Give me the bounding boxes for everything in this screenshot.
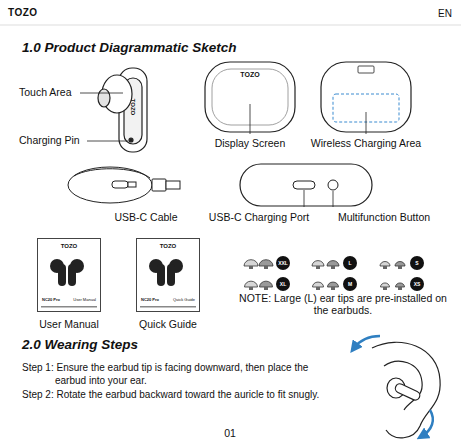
ear-tip-stem bbox=[331, 266, 335, 269]
part-label: Charging Pin bbox=[19, 134, 80, 146]
ear-tip bbox=[328, 282, 339, 287]
cover-rule bbox=[41, 306, 97, 308]
manual-cover: TOZO NC20 Pro User Manual bbox=[37, 238, 101, 312]
ear-outline bbox=[372, 342, 440, 438]
item-label: Quick Guide bbox=[139, 318, 197, 330]
part-label: USB-C Cable bbox=[114, 211, 177, 223]
leader-line bbox=[333, 191, 334, 207]
earbud bbox=[98, 68, 147, 152]
usb-c-plug bbox=[112, 181, 128, 188]
cable-loop bbox=[68, 167, 152, 203]
cable-loop bbox=[74, 169, 150, 178]
ear-tip bbox=[245, 281, 258, 287]
leader-line bbox=[87, 141, 128, 142]
ear-tip bbox=[244, 260, 258, 266]
usb-a-plug bbox=[152, 179, 166, 191]
ear-inner bbox=[384, 361, 422, 410]
earbud-logo: TOZO bbox=[130, 99, 137, 116]
ear-tip-stem bbox=[316, 266, 320, 269]
ear-tip-stem bbox=[249, 266, 253, 269]
rotate-arrow bbox=[354, 336, 380, 348]
size-code: XXL bbox=[278, 261, 288, 266]
part-label: Wireless Charging Area bbox=[311, 137, 421, 149]
ear-tip-stem bbox=[398, 266, 402, 269]
usb-c-port bbox=[293, 181, 315, 189]
brand-logo: TOZO bbox=[8, 7, 38, 19]
rotate-arrow bbox=[422, 410, 433, 436]
size-code: XS bbox=[414, 282, 421, 287]
ear-tip bbox=[395, 262, 405, 267]
leader-line bbox=[80, 93, 123, 94]
ear-tip-stem bbox=[249, 287, 253, 290]
usb-c-cable bbox=[68, 167, 180, 203]
section-heading: 2.0 Wearing Steps bbox=[22, 337, 138, 353]
part-label: USB-C Charging Port bbox=[209, 211, 309, 223]
page-number: 01 bbox=[224, 427, 236, 439]
size-code: L bbox=[348, 261, 351, 266]
part-label: Multifunction Button bbox=[338, 211, 430, 223]
step-text: Step 2: Rotate the earbud backward towar… bbox=[22, 388, 337, 401]
cover-logo: TOZO bbox=[160, 243, 177, 249]
language-tag: EN bbox=[438, 8, 452, 20]
ear-tip bbox=[312, 261, 324, 266]
charging-pin bbox=[129, 138, 133, 142]
ear-tip-stem bbox=[383, 266, 387, 269]
ear-tip bbox=[313, 282, 324, 287]
ear-tip bbox=[259, 260, 273, 266]
cover-model: NC20 Pro bbox=[141, 298, 159, 302]
size-code: S bbox=[415, 261, 418, 266]
part-label: Display Screen bbox=[215, 137, 286, 149]
case-tab bbox=[358, 66, 374, 73]
cover-title: Quick Guide bbox=[173, 298, 195, 302]
cover-earbud bbox=[167, 264, 175, 286]
note-text: NOTE: Large (L) ear tips are pre-install… bbox=[231, 292, 455, 316]
case-logo: TOZO bbox=[240, 71, 259, 79]
size-code: XL bbox=[280, 282, 286, 287]
leader-line bbox=[304, 190, 305, 207]
size-badge: M bbox=[343, 277, 357, 291]
header-rule bbox=[0, 25, 461, 26]
part-label: Touch Area bbox=[19, 86, 72, 98]
size-badge: L bbox=[343, 256, 357, 270]
section-heading: 1.0 Product Diagrammatic Sketch bbox=[22, 40, 237, 56]
multifunction-button bbox=[328, 180, 338, 190]
cover-logo: TOZO bbox=[61, 243, 78, 249]
cover-earbud bbox=[58, 264, 66, 286]
cover-model: NC20 Pro bbox=[42, 298, 60, 302]
case-bottom bbox=[240, 164, 372, 206]
ear-tip-stem bbox=[331, 287, 335, 290]
ear-tip bbox=[98, 89, 110, 107]
size-badge: XXL bbox=[276, 256, 290, 270]
ear-tip-stem bbox=[264, 266, 268, 269]
ear-tip-stem bbox=[398, 287, 402, 290]
size-badge: XS bbox=[410, 277, 424, 291]
manual-cover: TOZO NC20 Pro Quick Guide bbox=[136, 238, 200, 312]
item-label: User Manual bbox=[39, 318, 99, 330]
size-badge: S bbox=[410, 256, 424, 270]
ear-tip-stem bbox=[264, 287, 268, 290]
cover-rule bbox=[140, 306, 196, 308]
ear-tip-stem bbox=[316, 287, 320, 290]
cover-title: User Manual bbox=[73, 298, 96, 302]
ear-illustration bbox=[372, 342, 440, 438]
size-badge: XL bbox=[276, 277, 290, 291]
ear-tip bbox=[327, 261, 339, 266]
cover-earbud bbox=[157, 264, 165, 286]
leader-line bbox=[366, 112, 367, 134]
usb-c-plug bbox=[128, 182, 136, 187]
cover-earbud bbox=[68, 264, 76, 286]
leader-line bbox=[250, 104, 251, 134]
earbud-in-ear bbox=[394, 382, 421, 401]
ear-tip bbox=[396, 283, 405, 287]
step-text: Step 1: Ensure the earbud tip is facing … bbox=[22, 361, 337, 387]
ear-tip bbox=[260, 281, 273, 287]
ear-tip bbox=[380, 262, 390, 267]
ear-tip bbox=[381, 283, 390, 287]
ear-tip-stem bbox=[383, 287, 387, 290]
usb-a-plug bbox=[166, 181, 180, 189]
size-code: M bbox=[348, 282, 352, 287]
